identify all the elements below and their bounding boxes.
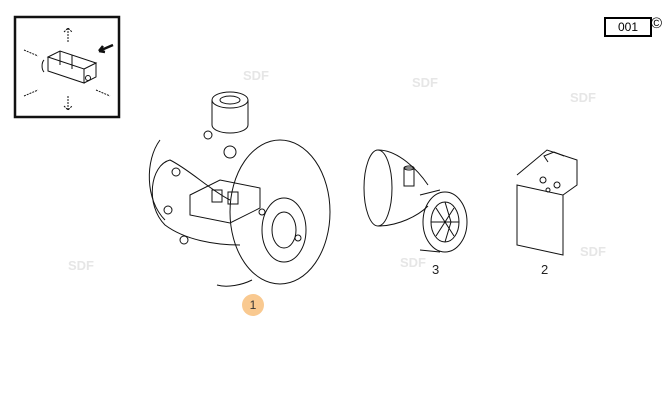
orientation-box-icon bbox=[13, 15, 121, 119]
turbocharger-part-1[interactable] bbox=[148, 91, 331, 287]
page-number: 001 bbox=[604, 17, 652, 37]
watermark: SDF bbox=[400, 255, 426, 270]
cartridge-part-3[interactable] bbox=[363, 149, 468, 253]
callout-2[interactable]: 2 bbox=[541, 262, 549, 277]
watermark: SDF bbox=[68, 258, 94, 273]
watermark: SDF bbox=[580, 244, 606, 259]
callout-1[interactable]: 1 bbox=[242, 294, 264, 316]
watermark: SDF bbox=[412, 75, 438, 90]
copyright-icon: © bbox=[651, 15, 663, 32]
watermark: SDF bbox=[570, 90, 596, 105]
bracket-part-2[interactable] bbox=[516, 149, 578, 256]
watermark: SDF bbox=[243, 68, 269, 83]
callout-3[interactable]: 3 bbox=[432, 262, 440, 277]
